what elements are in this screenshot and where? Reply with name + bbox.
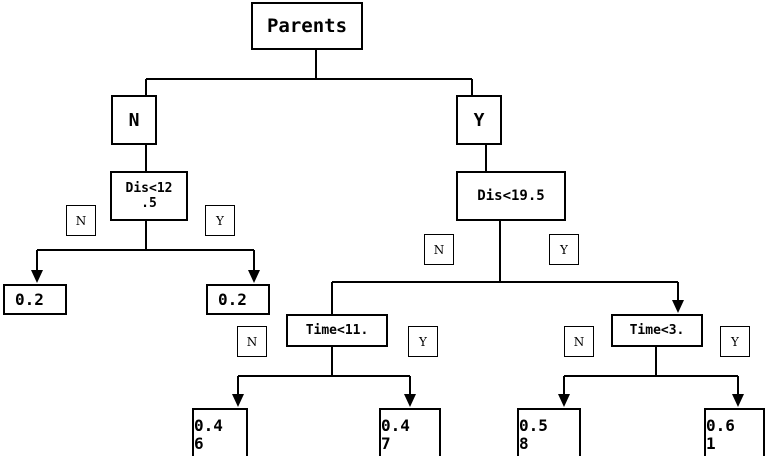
arrowhead [31,270,43,283]
arrowhead [672,300,684,313]
leaf-value: 0.6 [706,415,735,435]
branch-node-y: Y [456,95,502,145]
arrowhead [558,394,570,407]
edge-label-yes: Y [720,326,750,357]
condition-node-time-3: Time<3. [611,314,703,347]
leaf-node: 0.4 6 [192,408,248,456]
leaf-value: 0.5 [519,415,548,435]
leaf-value: 0.4 [194,415,223,435]
condition-label: Time<11. [305,323,369,338]
root-node: Parents [251,2,363,50]
leaf-value: 0.4 [381,415,410,435]
leaf-value-cut: 1 [706,433,716,453]
leaf-node: 0.2 [206,284,270,315]
leaf-node: 0.4 7 [379,408,441,456]
edge-label-yes: Y [408,326,438,357]
condition-node-time-11: Time<11. [286,314,388,347]
edge-label-yes: Y [205,205,235,236]
arrowhead [248,270,260,283]
condition-node-dis-19-5: Dis<19.5 [456,171,566,221]
branch-label-n: N [128,109,140,131]
leaf-value: 0.2 [15,289,44,309]
edge-label-no: N [237,326,267,357]
branch-node-n: N [111,95,157,145]
leaf-value-cut: 8 [519,433,529,453]
root-label: Parents [266,15,348,37]
edge-label-no: N [66,205,96,236]
arrowhead [404,394,416,407]
condition-line-2: .5 [141,196,157,211]
edge-label-no: N [564,326,594,357]
leaf-node: 0.2 [3,284,67,315]
leaf-value-cut: 7 [381,433,391,453]
leaf-value: 0.2 [218,289,247,309]
condition-line-1: Dis<12 [125,181,173,196]
arrowhead [732,394,744,407]
leaf-node: 0.6 1 [704,408,765,456]
condition-label: Dis<19.5 [477,187,545,204]
leaf-value-cut: 6 [194,433,204,453]
condition-node-dis-12-5: Dis<12 .5 [110,171,188,221]
edge-label-yes: Y [549,234,579,265]
edge-label-no: N [424,234,454,265]
branch-label-y: Y [473,109,485,131]
arrowhead [232,394,244,407]
condition-label: Time<3. [629,323,685,338]
leaf-node: 0.5 8 [517,408,581,456]
